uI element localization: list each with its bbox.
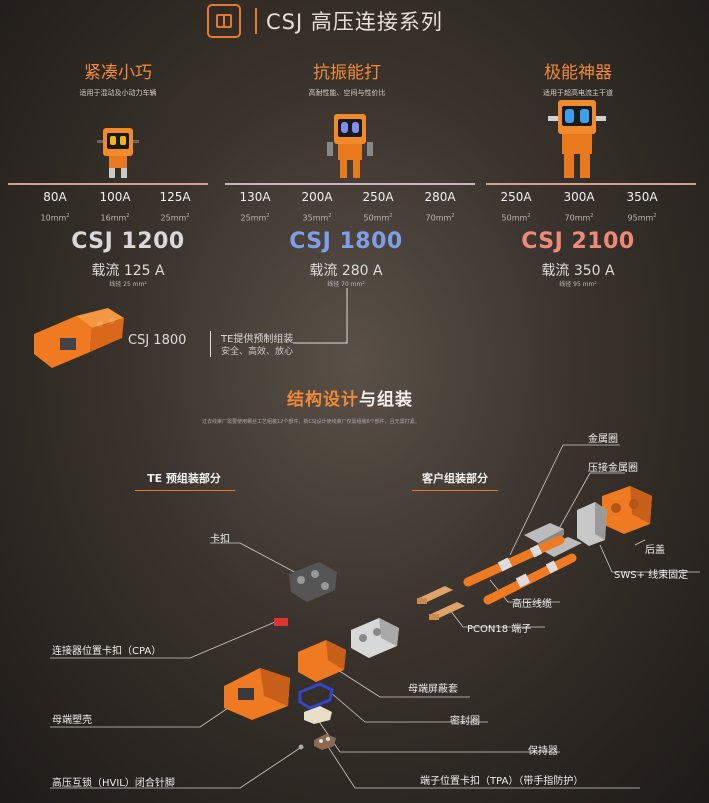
model-name-1800: CSJ 1800 xyxy=(289,229,403,254)
seal-image xyxy=(298,682,334,710)
series-bar-2100 xyxy=(486,183,696,185)
spec-mm: 70mm2 xyxy=(564,213,594,223)
spec-amp: 100A xyxy=(99,190,131,204)
spec-amp: 80A xyxy=(43,190,67,204)
feature-title: 抗振能打 xyxy=(313,63,381,83)
callout-divider xyxy=(210,331,211,357)
feature-subtitle: 适用于混动及小动力车辆 xyxy=(79,89,157,97)
group-te-underline xyxy=(135,490,235,491)
hv-cable-image xyxy=(463,535,577,605)
spec-mm: 25mm2 xyxy=(240,213,270,223)
spec-mm: 50mm2 xyxy=(363,213,393,223)
spec-amp: 130A xyxy=(239,190,271,204)
label-female-shield: 母端屏蔽套 xyxy=(408,684,458,695)
label-crimp-ring: 压接金属圈 xyxy=(588,463,638,474)
group-te: TE 预组装部分 xyxy=(147,472,221,485)
label-tpa: 端子位置卡扣（TPA）（带手指防护） xyxy=(420,776,584,787)
cpa-image xyxy=(274,618,288,626)
spec-mm: 35mm2 xyxy=(302,213,332,223)
label-metal-ring: 金属圈 xyxy=(588,434,618,445)
header: CSJ 高压连接系列 xyxy=(0,0,709,40)
spec-amp: 300A xyxy=(563,190,595,204)
current-rating: 载流 280 A xyxy=(309,263,383,279)
spec-mm: 10mm2 xyxy=(40,213,70,223)
model-name-1200: CSJ 1200 xyxy=(71,229,185,254)
group-customer-underline xyxy=(412,490,498,491)
connector-logo-icon xyxy=(207,4,241,38)
feature-subtitle: 高耐性能、空间与性价比 xyxy=(308,89,386,97)
page-title: CSJ 高压连接系列 xyxy=(266,10,443,34)
robot-large-icon xyxy=(548,100,606,178)
wire-gauge: 线径 95 mm² xyxy=(559,281,597,288)
series-bar-1800 xyxy=(225,183,475,185)
sws-fixture-image xyxy=(577,502,607,546)
shield-sleeve-image xyxy=(351,618,399,658)
clip-image xyxy=(289,562,337,602)
model-name-2100: CSJ 2100 xyxy=(521,229,635,254)
section-title: 结构设计与组装 xyxy=(287,390,413,410)
label-back-cover: 后盖 xyxy=(645,545,665,556)
feature-power: 极能神器 适用于超高电流主干道 xyxy=(468,58,688,98)
callout-product: CSJ 1800 xyxy=(128,333,187,348)
section-description: 过去线束厂需要使用螺丝工艺组装12个部件，新CSJ设计使线束厂仅需组装6个部件，… xyxy=(202,419,420,425)
wire-gauge: 线径 25 mm² xyxy=(109,281,147,288)
pcon-terminal-image xyxy=(417,586,465,620)
spec-amp: 350A xyxy=(626,190,658,204)
back-cover-image xyxy=(602,486,652,534)
feature-vibration: 抗振能打 高耐性能、空间与性价比 xyxy=(237,58,457,98)
feature-subtitle: 适用于超高电流主干道 xyxy=(543,89,613,97)
label-cpa: 连接器位置卡扣（CPA） xyxy=(52,646,162,657)
label-pcon: PCON18 端子 xyxy=(467,624,532,635)
retainer-image xyxy=(304,706,332,724)
group-customer: 客户组装部分 xyxy=(422,472,488,485)
spec-amp: 250A xyxy=(362,190,394,204)
female-housing-image xyxy=(224,668,290,720)
robot-medium-icon xyxy=(327,114,373,178)
callout-note: TE提供预制组装 xyxy=(221,334,294,345)
feature-compact: 紧凑小巧 适用于混动及小动力车辆 xyxy=(8,58,228,98)
header-divider xyxy=(255,8,257,34)
robot-small-icon xyxy=(97,128,139,178)
feature-title: 紧凑小巧 xyxy=(84,63,152,83)
connector-1800-image xyxy=(34,308,124,368)
hvil-pin-image xyxy=(298,744,304,750)
spec-mm: 70mm2 xyxy=(425,213,455,223)
female-shield-image xyxy=(298,640,346,682)
label-female-housing: 母端塑壳 xyxy=(52,715,92,726)
feature-title: 极能神器 xyxy=(544,63,612,83)
label-hv-cable: 高压线缆 xyxy=(512,599,552,610)
spec-amp: 280A xyxy=(424,190,456,204)
spec-amp: 200A xyxy=(301,190,333,204)
callout-note: 安全、高效、放心 xyxy=(221,347,294,357)
label-clip: 卡扣 xyxy=(210,534,230,545)
spec-amp: 125A xyxy=(159,190,191,204)
label-sws: SWS+ 线束固定 xyxy=(614,570,689,581)
wire-gauge: 线径 70 mm² xyxy=(327,281,365,288)
current-rating: 载流 350 A xyxy=(541,263,615,279)
spec-mm: 16mm2 xyxy=(100,213,130,223)
label-seal: 密封圈 xyxy=(450,716,480,727)
current-rating: 载流 125 A xyxy=(91,263,165,279)
spec-amp: 250A xyxy=(500,190,532,204)
spec-mm: 95mm2 xyxy=(627,213,657,223)
spec-mm: 25mm2 xyxy=(160,213,190,223)
tpa-image xyxy=(314,734,336,750)
label-retainer: 保持器 xyxy=(528,746,558,757)
series-bar-1200 xyxy=(8,183,208,185)
spec-mm: 50mm2 xyxy=(501,213,531,223)
label-hvil: 高压互锁（HVIL）闭合针脚 xyxy=(52,778,175,789)
